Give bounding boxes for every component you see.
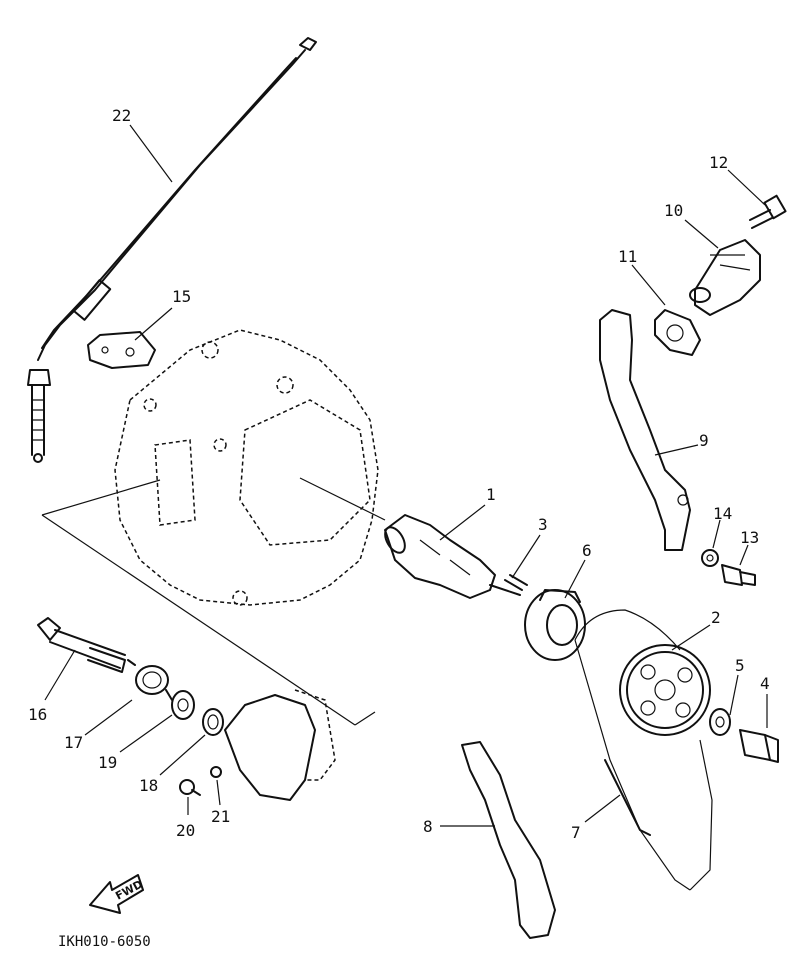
callout-15: 15 [172,287,191,306]
part-4-bolt [739,729,779,763]
part-3-pin [504,574,528,591]
part-19-washer [171,690,195,720]
part-6-hub [524,589,586,661]
callout-11: 11 [618,247,637,266]
callout-10: 10 [664,201,683,220]
callout-13: 13 [740,528,759,547]
callout-9: 9 [699,431,709,450]
figure-code: IKH010-6050 [58,934,151,950]
part-9-tensioner-guide [599,309,691,551]
callout-5: 5 [735,656,745,675]
part-20-bolt [179,779,201,796]
part-15-bracket [87,331,156,369]
callout-19: 19 [98,753,117,772]
callout-21: 21 [211,807,230,826]
assembly-reference-lines [41,477,386,726]
callout-8: 8 [423,817,433,836]
part-16-shaft [37,617,126,673]
part-11-gasket [654,309,701,356]
cylinder-head-outline [114,329,379,606]
callout-20: 20 [176,821,195,840]
part-22-cable [27,37,317,463]
part-14-washer [701,549,719,567]
side-cover [224,689,336,801]
callout-18: 18 [139,776,158,795]
part-12-bolt [749,194,787,229]
callout-1: 1 [486,485,496,504]
part-10-tensioner [689,239,761,316]
callout-22: 22 [112,106,131,125]
callout-12: 12 [709,153,728,172]
callout-17: 17 [64,733,83,752]
callout-7: 7 [571,823,581,842]
callout-6: 6 [582,541,592,560]
part-2-sprocket [619,644,711,736]
part-18-seal [202,708,224,736]
callout-4: 4 [760,674,770,693]
leader-lines [44,124,768,827]
part-13-bolt [721,564,756,586]
part-21-washer [210,766,222,778]
callout-16: 16 [28,705,47,724]
part-7-chain [574,609,713,891]
part-5-washer [709,708,731,736]
part-8-chain-guide [461,741,556,939]
callout-14: 14 [713,504,732,523]
fwd-arrow-icon: FWD [89,874,145,914]
part-17-spring [127,659,173,701]
callout-2: 2 [711,608,721,627]
part-1-camshaft [384,514,521,599]
callout-labels: 22 15 1 3 6 2 5 4 7 8 9 10 11 12 13 14 1… [28,106,770,842]
callout-3: 3 [538,515,548,534]
